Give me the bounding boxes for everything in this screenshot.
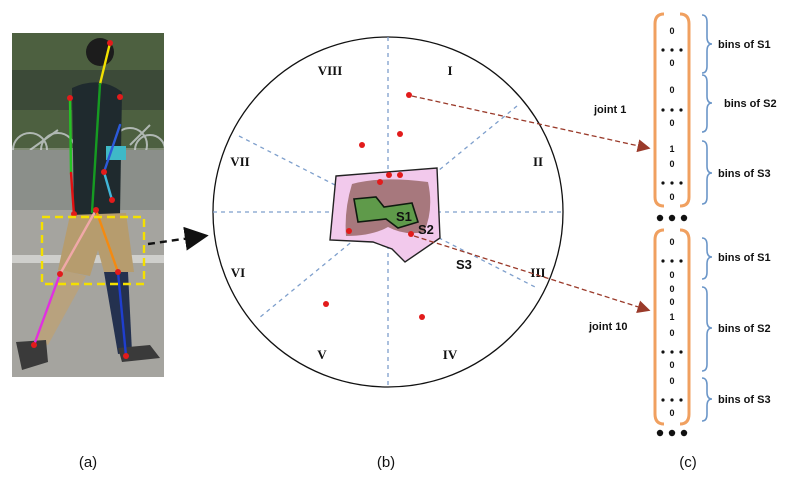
vector-continuation-dots	[656, 214, 688, 437]
vector-entry: 0	[669, 237, 674, 247]
vector-brackets-joint-1	[653, 12, 691, 208]
point	[397, 172, 403, 178]
vector-entry: 0	[669, 270, 674, 280]
vector-entry: 0	[669, 58, 674, 68]
mapping-arrow-joint-1	[411, 95, 651, 153]
sector-label-v: V	[317, 347, 327, 362]
point-joint-1	[406, 92, 412, 98]
vector-entry: 0	[669, 360, 674, 370]
vector-entry: 0	[669, 284, 674, 294]
sector-label-viii: VIII	[318, 63, 343, 78]
sector-label-iii: III	[530, 265, 545, 280]
hip-region-s1	[353, 196, 420, 229]
point	[397, 131, 403, 137]
joint-points	[323, 92, 425, 320]
sector-label-i: I	[447, 63, 452, 78]
region-label-s2: S2	[418, 222, 434, 237]
mapping-arrow-joint-10	[413, 235, 651, 314]
point-joint-10	[408, 231, 414, 237]
region-label-s1: S1	[396, 209, 412, 224]
skeleton-overlay	[32, 41, 128, 358]
joint-label-1: joint 1	[593, 104, 626, 116]
point	[377, 179, 383, 185]
sector-dividers	[213, 37, 563, 387]
hip-bounding-box	[40, 215, 146, 286]
sector-label-iv: IV	[443, 347, 458, 362]
vector-entry: 0	[669, 85, 674, 95]
pedestrian-photo	[12, 33, 164, 377]
bins-label-s3-joint-1: bins of S3	[718, 168, 771, 180]
sector-label-vi: VI	[231, 265, 245, 280]
vector-entry: 1	[669, 144, 674, 154]
joint-label-10: joint 10	[588, 321, 628, 333]
point	[386, 172, 392, 178]
vector-brackets-joint-10	[653, 228, 691, 426]
vector-entry: 0	[669, 297, 674, 307]
vector-entry: 0	[669, 192, 674, 202]
zoom-arrow	[147, 226, 209, 251]
bins-label-s1-joint-1: bins of S1	[718, 39, 771, 51]
vector-entry: 0	[669, 376, 674, 386]
vector-entry: 0	[669, 408, 674, 418]
vector-entry: 0	[669, 328, 674, 338]
caption-c: (c)	[679, 454, 697, 471]
vector-entry: 0	[669, 159, 674, 169]
region-label-s3: S3	[456, 257, 472, 272]
bins-label-s3-joint-10: bins of S3	[718, 394, 771, 406]
ellipsis-dots-joint-1	[661, 48, 683, 185]
vector-entry: 1	[669, 312, 674, 322]
caption-a: (a)	[79, 454, 97, 471]
bins-label-s2-joint-1: bins of S2	[724, 98, 777, 110]
vector-entry: 0	[669, 118, 674, 128]
point	[346, 228, 352, 234]
vector-entry: 0	[669, 26, 674, 36]
point	[323, 301, 329, 307]
sector-label-ii: II	[533, 154, 543, 169]
bins-label-s1-joint-10: bins of S1	[718, 252, 771, 264]
point	[419, 314, 425, 320]
bins-label-s2-joint-10: bins of S2	[718, 323, 771, 335]
sector-label-vii: VII	[230, 154, 250, 169]
skeleton-joints	[31, 40, 129, 359]
curly-braces	[701, 14, 713, 422]
point	[359, 142, 365, 148]
caption-b: (b)	[377, 454, 395, 471]
ellipsis-dots-joint-10	[661, 259, 683, 402]
